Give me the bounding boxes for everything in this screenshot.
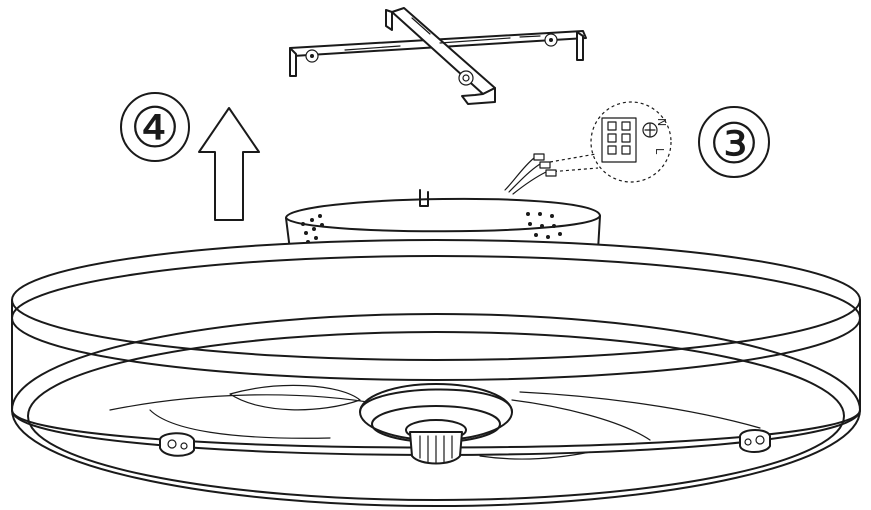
fan-blades [109, 384, 761, 460]
fan-ring-housing [11, 239, 861, 507]
ground-icon [642, 122, 658, 138]
terminal-label-l: L [653, 148, 666, 155]
detail-callout-circle [590, 101, 672, 183]
canopy-vents-right [526, 212, 562, 239]
mounting-bracket [289, 7, 587, 105]
step-4-group: ④ [120, 92, 260, 221]
up-arrow-icon [198, 107, 260, 221]
terminal-block [601, 117, 637, 163]
step-3-number: ③ [709, 112, 759, 177]
terminal-label-n: N [655, 118, 668, 126]
step-4-circle [120, 92, 190, 162]
step-3-group: ③ [698, 106, 770, 178]
side-screw-left [159, 432, 195, 457]
step-4-number: ④ [130, 96, 180, 161]
supply-wires [504, 153, 557, 195]
step-3-circle [698, 106, 770, 178]
terminal-block-detail: N L [547, 101, 672, 183]
side-screw-right [739, 429, 771, 453]
fan-motor-hub [359, 383, 513, 465]
